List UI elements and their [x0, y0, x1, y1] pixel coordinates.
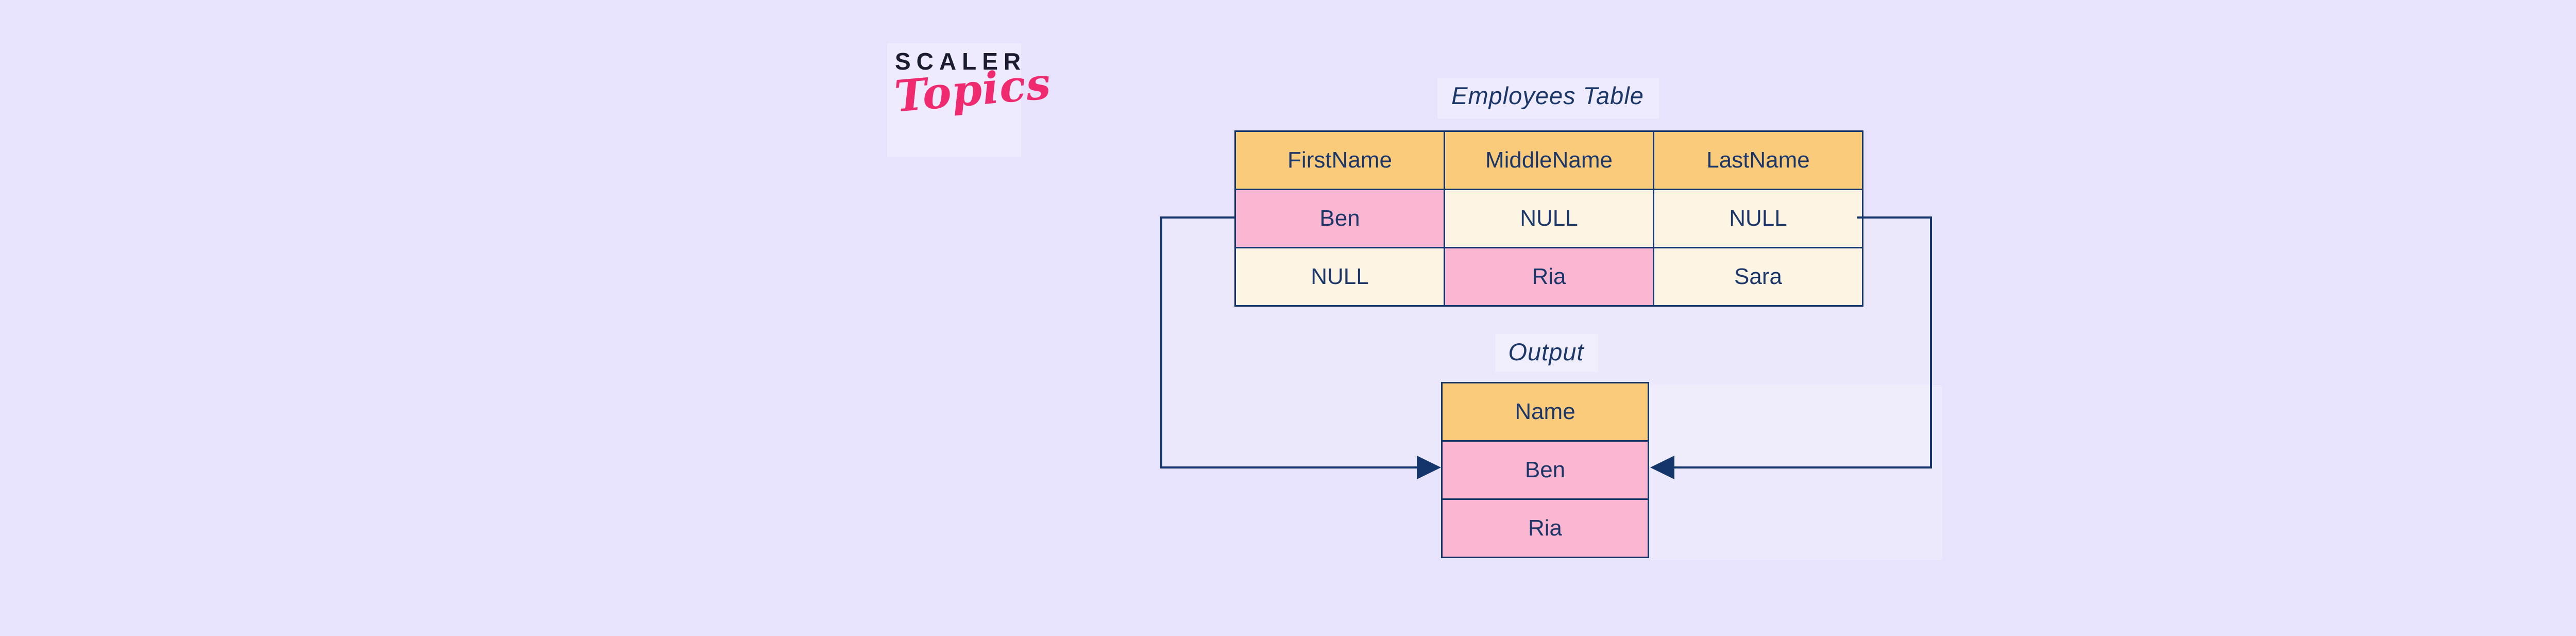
cell-firstname-ben: Ben [1234, 189, 1445, 248]
employees-table-header: FirstName MiddleName LastName [1234, 130, 1863, 190]
table-row: FirstName MiddleName LastName [1234, 130, 1863, 190]
cell-name-ben: Ben [1441, 440, 1649, 500]
logo-topics-text: Topics [892, 57, 1053, 122]
column-header-name: Name [1441, 382, 1649, 442]
employees-table-title: Employees Table [1451, 82, 1644, 109]
cell-lastname-sara: Sara [1653, 247, 1863, 307]
left-connector-arrowhead-icon [1417, 456, 1441, 479]
scaler-topics-logo: SCALER Topics [892, 48, 1053, 122]
table-row: Ben [1441, 440, 1649, 500]
table-row: Name [1441, 382, 1649, 442]
table-row: Ben NULL NULL [1234, 189, 1863, 248]
cell-firstname-null: NULL [1234, 247, 1445, 307]
output-table: Name Ben Ria [1441, 382, 1649, 558]
employees-table: FirstName MiddleName LastName Ben NULL N… [1234, 130, 1863, 307]
output-table-title: Output [1508, 338, 1584, 365]
output-table-header: Name [1441, 382, 1649, 442]
column-header-firstname: FirstName [1234, 130, 1445, 190]
output-side-halo [1651, 385, 1942, 560]
right-connector-arrowhead-icon [1650, 456, 1674, 479]
table-row: NULL Ria Sara [1234, 247, 1863, 307]
cell-lastname-null: NULL [1653, 189, 1863, 248]
column-header-lastname: LastName [1653, 130, 1863, 190]
column-header-middlename: MiddleName [1444, 130, 1654, 190]
cell-middlename-ria: Ria [1444, 247, 1654, 307]
output-table-body: Ben Ria [1441, 440, 1649, 558]
employees-table-body: Ben NULL NULL NULL Ria Sara [1234, 189, 1863, 307]
logo-brand-text: SCALER [895, 48, 1027, 75]
cell-name-ria: Ria [1441, 498, 1649, 558]
table-row: Ria [1441, 498, 1649, 558]
cell-middlename-null: NULL [1444, 189, 1654, 248]
